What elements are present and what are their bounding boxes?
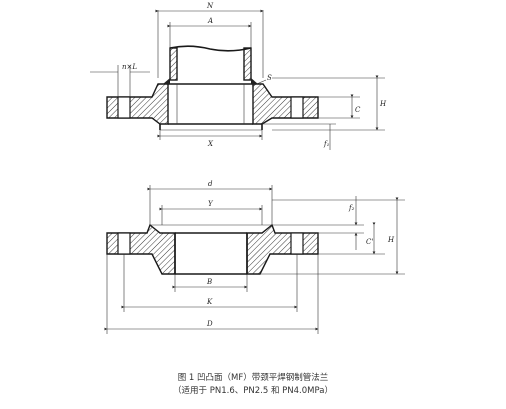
upper-labels: N A n×L X C H f₁ S [122,2,387,148]
label-H: H [379,100,387,108]
label-C-prime: C' [366,238,373,246]
label-D: D [206,320,213,328]
label-X: X [207,140,214,148]
label-K: K [206,298,213,306]
lower-labels: d Y f₂ C' H B K D [206,180,395,328]
upper-view: N A n×L X C H f₁ S [90,2,387,150]
label-N: N [206,2,214,10]
label-f2: f₂ [348,204,355,212]
label-C: C [355,106,361,114]
label-d: d [208,180,213,188]
label-H-lower: H [387,236,395,244]
label-S: S [267,74,272,82]
lower-view: d Y f₂ C' H B K D [104,180,405,334]
figure-caption-subtitle: （适用于 PN1.6、PN2.5 和 PN4.0MPa） [173,386,333,396]
label-nxL: n×L [122,63,137,71]
upper-dimensions [90,9,385,150]
figure-caption-title: 图 1 凹凸面（MF）带颈平焊钢制管法兰 [177,373,329,383]
lower-dimensions [104,185,405,334]
label-A: A [207,17,213,25]
pipe-section [169,45,252,81]
label-Y: Y [208,200,214,208]
lower-flange-body [106,223,319,275]
label-f1: f₁ [323,140,330,148]
label-B: B [206,278,212,286]
upper-flange-body [106,78,319,131]
